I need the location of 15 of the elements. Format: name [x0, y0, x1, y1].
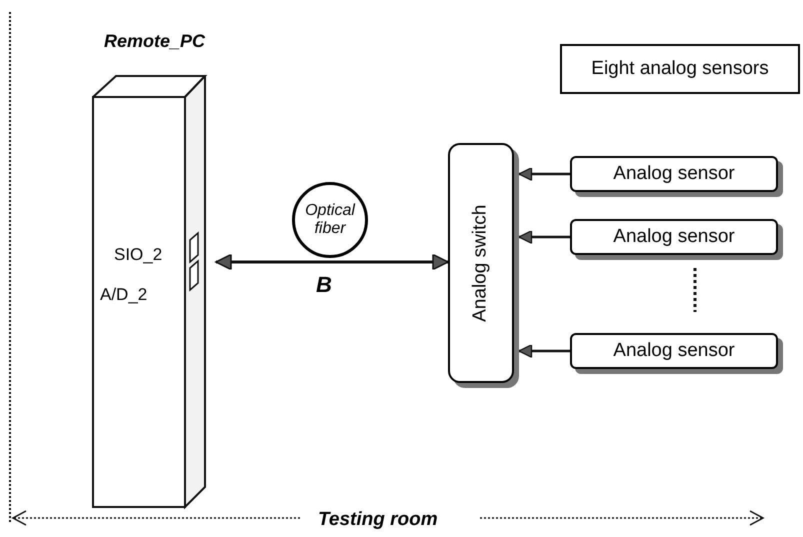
port-label: A/D_2	[100, 284, 148, 306]
node-label: Eight analog sensors	[591, 56, 769, 81]
region-label: Testing room	[318, 508, 438, 532]
arrow	[518, 167, 570, 181]
device-title: Remote_PC	[104, 30, 206, 53]
node-label: Analog sensor	[613, 162, 735, 186]
arrow	[215, 254, 449, 270]
node-label: Optical fiber	[304, 202, 356, 238]
node-label: Analog switch	[468, 204, 492, 322]
arrow	[518, 344, 570, 358]
note-box	[560, 44, 800, 94]
node-label: Analog sensor	[613, 224, 735, 249]
port-label: SIO_2	[114, 244, 162, 266]
node-label: Analog sensor	[613, 338, 735, 363]
arrow	[518, 230, 570, 244]
